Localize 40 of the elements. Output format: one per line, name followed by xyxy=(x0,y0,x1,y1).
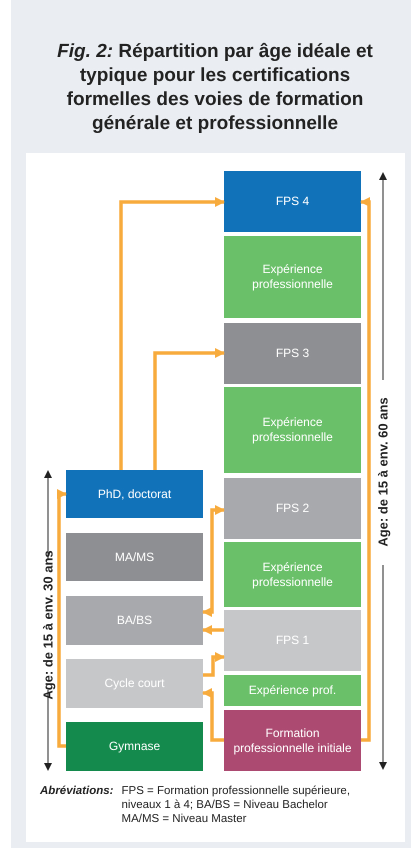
box-label: FPS 4 xyxy=(276,194,310,209)
box-label: Cycle court xyxy=(104,676,165,691)
arrow xyxy=(360,197,371,742)
box-label: MA/MS xyxy=(114,550,154,564)
arrow xyxy=(202,688,224,742)
experience-box xyxy=(224,236,361,318)
box-label: FPS 2 xyxy=(276,501,310,516)
arrow xyxy=(119,197,225,470)
school-box xyxy=(66,722,203,771)
box-label: Expérience professionnelle xyxy=(251,415,334,445)
note-text: FPS = Formation professionnelle supérieure, niveaux 1 à 4; BA/BS = Niveau Bachelor MA/MS = Niveau Master xyxy=(122,784,352,826)
certification-box xyxy=(224,610,361,671)
certification-box xyxy=(224,478,361,539)
training-box xyxy=(224,710,361,771)
degree-box xyxy=(66,596,203,645)
arrow xyxy=(203,652,225,677)
arrow xyxy=(202,625,224,635)
arrow xyxy=(57,489,67,748)
experience-box xyxy=(224,675,361,706)
box-label: FPS 3 xyxy=(276,346,310,361)
box-label: Expérience professionnelle xyxy=(251,560,334,590)
box-label: BA/BS xyxy=(116,613,152,628)
note-heading: Abréviations: xyxy=(40,784,114,799)
degree-box xyxy=(66,470,203,518)
certification-box xyxy=(224,171,361,232)
experience-box xyxy=(224,387,361,473)
experience-box xyxy=(224,542,361,607)
axis-label: Age: de 15 à env. 60 ans xyxy=(374,397,392,547)
certification-box xyxy=(224,323,361,384)
box-label: Expérience professionnelle xyxy=(251,262,334,292)
box-label: Gymnase xyxy=(108,739,160,754)
arrow xyxy=(202,505,225,617)
box-label: Expérience prof. xyxy=(248,683,336,698)
degree-box xyxy=(66,659,203,708)
arrow xyxy=(153,348,225,470)
box-label: PhD, doctorat xyxy=(98,486,172,502)
box-label: Formation professionnelle initiale xyxy=(232,726,353,756)
degree-box xyxy=(66,533,203,581)
box-label: FPS 1 xyxy=(276,633,310,648)
title: Fig. 2: Répartition par âge idéale et typique pour les certifications formelles des voies de formation générale et professionnelle xyxy=(56,40,374,136)
